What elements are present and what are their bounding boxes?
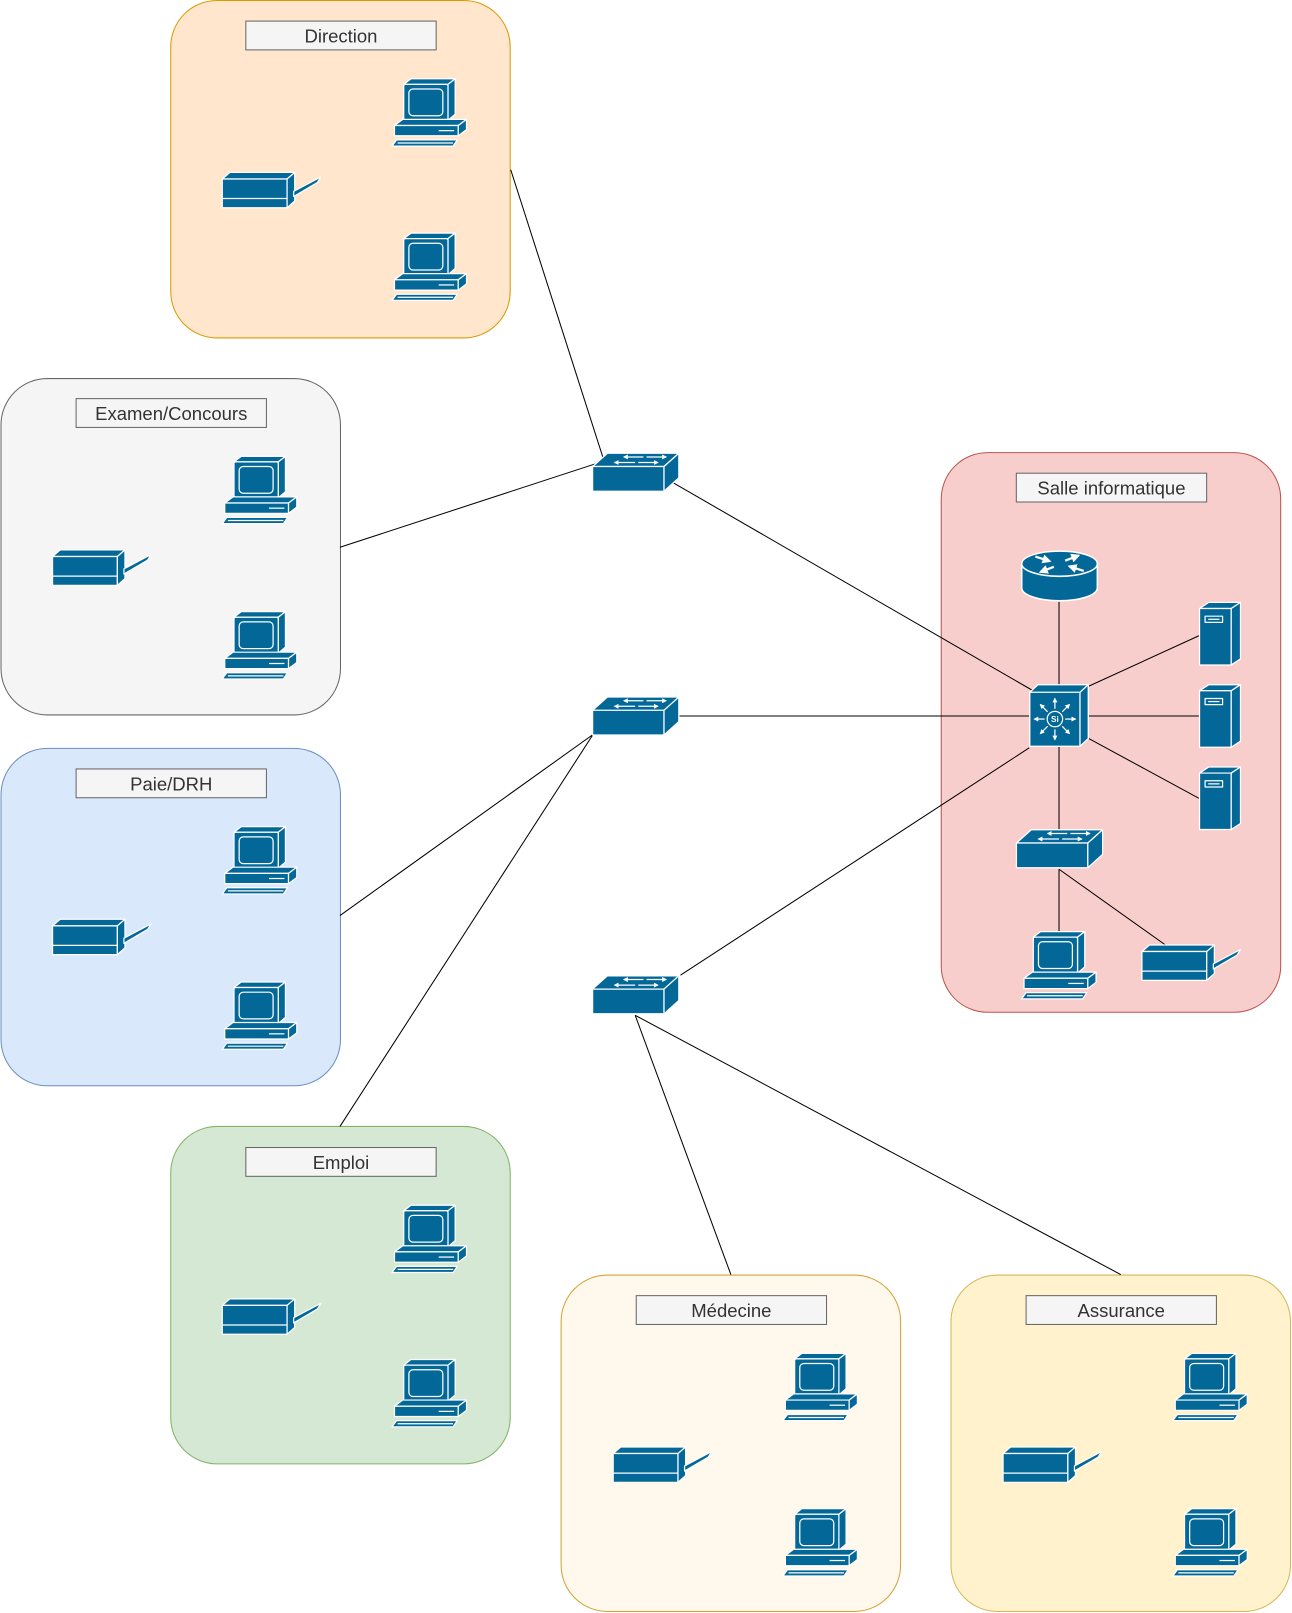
salle-informatique-devices: Si	[1016, 551, 1242, 1000]
server-icon	[1198, 684, 1242, 748]
zone-paie-drh-label: Paie/DRH	[130, 773, 212, 794]
zone-examen-concours-label: Examen/Concours	[95, 403, 247, 424]
pc-icon	[391, 232, 468, 301]
pc-icon	[1020, 930, 1097, 1000]
pc-icon	[221, 455, 298, 525]
link-switch-1-core	[668, 479, 1033, 691]
zone-examen-concours-label-box	[75, 398, 267, 428]
pc-icon	[391, 1204, 468, 1274]
layer3-switch-icon: Si	[1029, 684, 1089, 747]
switch-icon	[593, 976, 679, 1014]
router-icon	[1022, 551, 1098, 601]
pc-icon	[391, 78, 468, 147]
switch-icon	[1016, 830, 1102, 868]
link-switch-2-emploi	[339, 734, 594, 1127]
layer3-switch-marking: Si	[1051, 715, 1059, 724]
pc-icon	[221, 826, 298, 895]
zone-direction-label: Direction	[304, 26, 377, 47]
switch-icon	[593, 697, 679, 735]
zone-emploi-label: Emploi	[313, 1152, 370, 1173]
link-switch-3-core	[680, 747, 1030, 976]
zone-salle-informatique-label: Salle informatique	[1037, 478, 1185, 499]
zone-assurance-label: Assurance	[1078, 1300, 1165, 1321]
link-core-server-3	[1088, 738, 1200, 799]
pc-icon	[1172, 1508, 1248, 1577]
pc-icon	[1172, 1352, 1248, 1422]
links	[339, 169, 1200, 1276]
pc-icon	[221, 981, 298, 1050]
zone-emploi-label-box	[245, 1146, 437, 1177]
link-switch-3-assurance	[634, 1014, 1121, 1276]
link-examen-switch-1	[339, 463, 596, 548]
server-icon	[1198, 601, 1242, 666]
zone-salle-informatique-label-box	[1015, 472, 1208, 503]
link-direction-switch-1	[510, 169, 606, 466]
devices: Si	[51, 78, 1248, 1577]
backbone-switches	[593, 453, 679, 1014]
pc-icon	[391, 1358, 468, 1428]
link-switch-4-printer	[1058, 868, 1167, 946]
link-switch-3-medecine	[634, 1015, 732, 1275]
zone-paie-drh-label-box	[75, 768, 267, 799]
pc-icon	[782, 1352, 859, 1422]
zone-medecine-label: Médecine	[691, 1300, 771, 1321]
zone-direction-label-box	[245, 20, 437, 51]
link-core-server-1	[1088, 635, 1200, 687]
link-switch-2-paie	[339, 734, 594, 916]
pc-icon	[782, 1508, 859, 1577]
switch-icon	[593, 453, 679, 491]
server-icon	[1198, 766, 1242, 831]
zone-medecine-label-box	[635, 1295, 828, 1325]
pc-icon	[221, 611, 298, 680]
zone-assurance-label-box	[1025, 1295, 1217, 1325]
